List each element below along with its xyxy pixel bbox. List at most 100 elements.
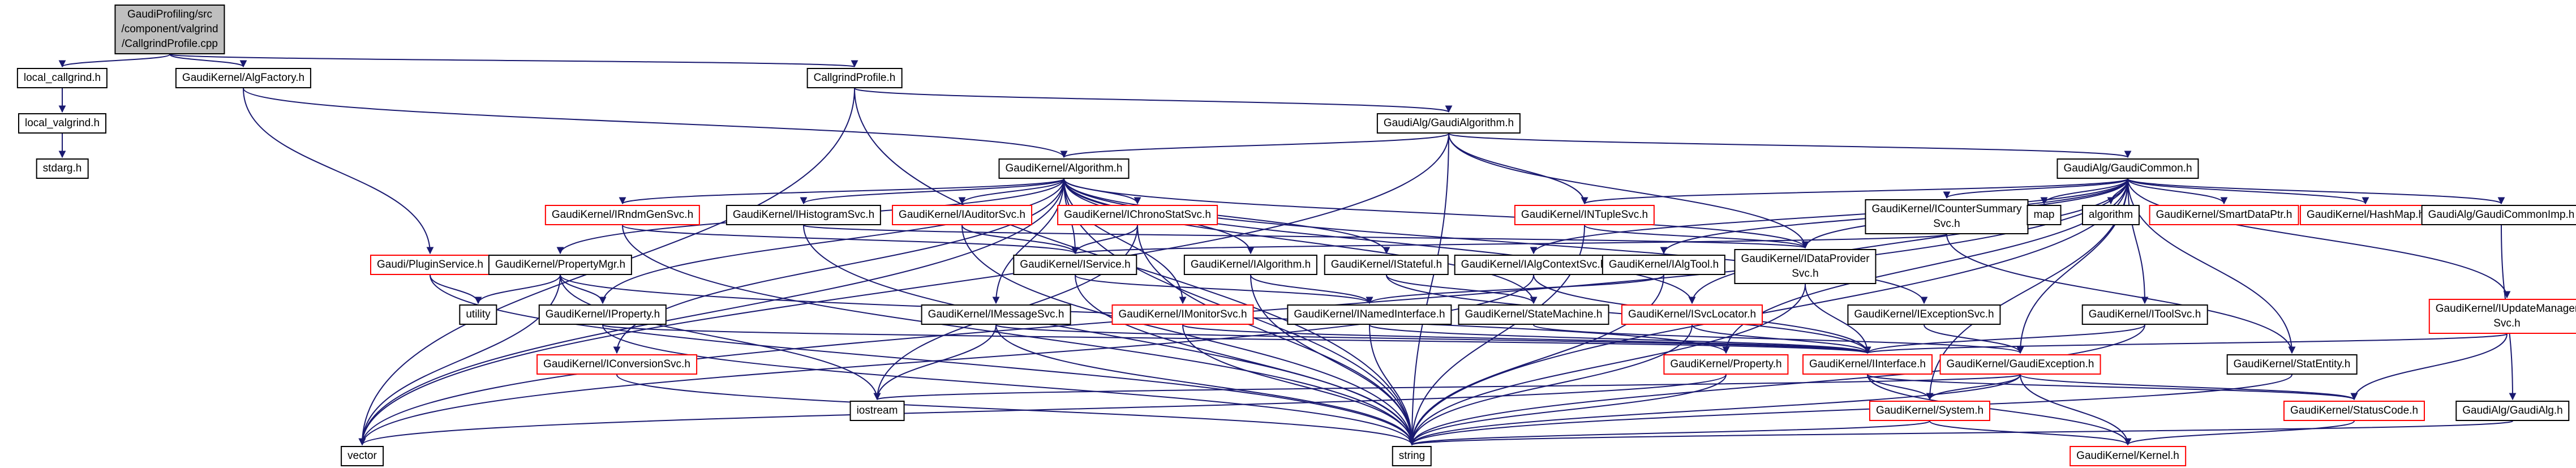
node-label: GaudiKernel/IMonitorSvc.h bbox=[1118, 308, 1247, 320]
node-ialgorithm[interactable]: GaudiKernel/IAlgorithm.h bbox=[1183, 255, 1318, 275]
node-inamed_interface[interactable]: GaudiKernel/INamedInterface.h bbox=[1287, 304, 1452, 325]
edge-istateful-state_machine bbox=[1386, 274, 1538, 304]
node-label: GaudiKernel/IChronoStatSvc.h bbox=[1064, 209, 1211, 221]
node-label: GaudiKernel/IConversionSvc.h bbox=[543, 358, 690, 370]
node-smartdataptr[interactable]: GaudiKernel/SmartDataPtr.h bbox=[2149, 205, 2299, 225]
node-ichronostat_svc[interactable]: GaudiKernel/IChronoStatSvc.h bbox=[1057, 205, 1218, 225]
edge-plugin_service-utility bbox=[430, 274, 482, 304]
node-gaudi_algorithm[interactable]: GaudiAlg/GaudiAlgorithm.h bbox=[1376, 113, 1521, 134]
node-label: GaudiKernel/Algorithm.h bbox=[1005, 162, 1123, 174]
edge-gaudi_common-itool_svc bbox=[2127, 178, 2149, 304]
node-iinterface[interactable]: GaudiKernel/IInterface.h bbox=[1802, 354, 1933, 375]
edge-imessage_svc-string bbox=[995, 324, 1416, 446]
node-iauditor_svc[interactable]: GaudiKernel/IAuditorSvc.h bbox=[892, 205, 1032, 225]
node-label: GaudiKernel/StatEntity.h bbox=[2233, 358, 2351, 370]
node-isvclocator[interactable]: GaudiKernel/ISvcLocator.h bbox=[1621, 304, 1763, 325]
edge-iservice-string bbox=[1075, 274, 1416, 446]
node-statentity[interactable]: GaudiKernel/StatEntity.h bbox=[2226, 354, 2358, 375]
edge-imessage_svc-iostream bbox=[873, 324, 997, 401]
node-property[interactable]: GaudiKernel/Property.h bbox=[1663, 354, 1789, 375]
node-iostream: iostream bbox=[849, 401, 905, 421]
edge-isvclocator-string bbox=[1408, 324, 1693, 446]
node-label: utility bbox=[466, 308, 491, 320]
node-algorithm_std: algorithm bbox=[2081, 205, 2140, 225]
edge-statentity-string bbox=[1408, 374, 2292, 446]
node-local_valgrind[interactable]: local_valgrind.h bbox=[18, 113, 107, 134]
node-label: GaudiKernel/Property.h bbox=[1670, 358, 1782, 370]
node-label: GaudiKernel/StatusCode.h bbox=[2290, 405, 2419, 417]
node-label: GaudiKernel/IToolSvc.h bbox=[2088, 308, 2201, 320]
node-gaudi_exception[interactable]: GaudiKernel/GaudiException.h bbox=[1939, 354, 2101, 375]
node-imonitor_svc[interactable]: GaudiKernel/IMonitorSvc.h bbox=[1111, 304, 1254, 325]
edge-algorithm_h-idataprovider_svc bbox=[1063, 178, 1809, 249]
node-gaudi_common[interactable]: GaudiAlg/GaudiCommon.h bbox=[2056, 158, 2199, 179]
node-label: GaudiKernel/ICounterSummary bbox=[1871, 203, 2022, 215]
node-label: vector bbox=[347, 450, 377, 462]
node-iconversion_svc[interactable]: GaudiKernel/IConversionSvc.h bbox=[536, 354, 697, 375]
node-property_mgr[interactable]: GaudiKernel/PropertyMgr.h bbox=[488, 255, 633, 275]
node-itool_svc[interactable]: GaudiKernel/IToolSvc.h bbox=[2081, 304, 2208, 325]
node-label: GaudiKernel/INTupleSvc.h bbox=[1521, 209, 1648, 221]
node-algorithm_h[interactable]: GaudiKernel/Algorithm.h bbox=[998, 158, 1130, 179]
node-ialgcontext_svc[interactable]: GaudiKernel/IAlgContextSvc.h bbox=[1454, 255, 1613, 275]
node-label: GaudiKernel/IAlgTool.h bbox=[1608, 259, 1719, 271]
node-system[interactable]: GaudiKernel/System.h bbox=[1869, 401, 1991, 421]
node-label: GaudiKernel/IHistogramSvc.h bbox=[732, 209, 875, 221]
node-ihistogram_svc[interactable]: GaudiKernel/IHistogramSvc.h bbox=[725, 205, 882, 225]
node-ialgtool[interactable]: GaudiKernel/IAlgTool.h bbox=[1602, 255, 1726, 275]
edge-ialgorithm-string bbox=[1250, 274, 1416, 446]
node-label: /CallgrindProfile.cpp bbox=[121, 38, 218, 50]
node-kernel[interactable]: GaudiKernel/Kernel.h bbox=[2070, 446, 2186, 466]
node-iproperty[interactable]: GaudiKernel/IProperty.h bbox=[538, 304, 667, 325]
edge-gaudi_algorithm-intuple_svc bbox=[1448, 133, 1588, 205]
node-hashmap[interactable]: GaudiKernel/HashMap.h bbox=[2299, 205, 2432, 225]
node-state_machine[interactable]: GaudiKernel/StateMachine.h bbox=[1458, 304, 1609, 325]
node-label: GaudiKernel/IUpdateManager bbox=[2435, 303, 2576, 315]
node-label: iostream bbox=[856, 405, 898, 417]
node-irndmgen_svc[interactable]: GaudiKernel/IRndmGenSvc.h bbox=[544, 205, 701, 225]
edge-iproperty-string bbox=[602, 324, 1416, 446]
node-label: GaudiKernel/IExceptionSvc.h bbox=[1854, 308, 1994, 320]
node-iservice[interactable]: GaudiKernel/IService.h bbox=[1013, 255, 1137, 275]
edge-property_mgr-vector bbox=[358, 274, 561, 446]
edge-icountersummary_svc-iservice bbox=[1072, 234, 1947, 255]
node-imessage_svc[interactable]: GaudiKernel/IMessageSvc.h bbox=[921, 304, 1071, 325]
node-gaudi_alg[interactable]: GaudiAlg/GaudiAlg.h bbox=[2455, 401, 2570, 421]
edge-iauditor_svc-iservice bbox=[961, 225, 1079, 255]
edge-root-local_callgrind bbox=[58, 54, 170, 68]
edge-imonitor_svc-string bbox=[1182, 324, 1416, 446]
node-gaudi_common_imp[interactable]: GaudiAlg/GaudiCommonImp.h bbox=[2421, 205, 2576, 225]
node-status_code[interactable]: GaudiKernel/StatusCode.h bbox=[2283, 401, 2425, 421]
node-root: GaudiProfiling/src/component/valgrind/Ca… bbox=[114, 5, 225, 54]
edge-intuple_svc-idataprovider_svc bbox=[1584, 225, 1809, 249]
node-label: stdarg.h bbox=[42, 162, 82, 174]
node-label: GaudiAlg/GaudiCommon.h bbox=[2063, 162, 2192, 174]
node-label: Svc.h bbox=[2493, 317, 2521, 329]
node-callgrind_profile_h[interactable]: CallgrindProfile.h bbox=[806, 68, 903, 88]
node-iexception_svc[interactable]: GaudiKernel/IExceptionSvc.h bbox=[1847, 304, 2001, 325]
node-label: GaudiKernel/INamedInterface.h bbox=[1294, 308, 1445, 320]
node-label: GaudiKernel/IMessageSvc.h bbox=[928, 308, 1064, 320]
edge-gaudi_exception-string bbox=[1408, 374, 2021, 446]
edge-itool_svc-iinterface bbox=[1864, 324, 2145, 354]
node-label: GaudiKernel/IProperty.h bbox=[545, 308, 660, 320]
node-label: GaudiKernel/IStateful.h bbox=[1330, 259, 1442, 271]
node-label: GaudiAlg/GaudiCommonImp.h bbox=[2428, 209, 2575, 221]
edge-algorithm_h-ihistogram_svc bbox=[800, 178, 1064, 205]
node-intuple_svc[interactable]: GaudiKernel/INTupleSvc.h bbox=[1514, 205, 1655, 225]
node-label: algorithm bbox=[2088, 209, 2133, 221]
node-label: Gaudi/PluginService.h bbox=[377, 259, 483, 271]
edge-ialgorithm-inamed_interface bbox=[1250, 274, 1373, 304]
edge-algorithm_h-irndmgen_svc bbox=[619, 178, 1064, 205]
node-label: GaudiKernel/IAuditorSvc.h bbox=[899, 209, 1025, 221]
node-local_callgrind[interactable]: local_callgrind.h bbox=[16, 68, 108, 88]
edge-gaudi_common-icountersummary_svc bbox=[1943, 178, 2128, 199]
node-utility: utility bbox=[459, 304, 497, 325]
node-plugin_service[interactable]: Gaudi/PluginService.h bbox=[370, 255, 490, 275]
node-istateful[interactable]: GaudiKernel/IStateful.h bbox=[1324, 255, 1449, 275]
node-alg_factory[interactable]: GaudiKernel/AlgFactory.h bbox=[175, 68, 312, 88]
